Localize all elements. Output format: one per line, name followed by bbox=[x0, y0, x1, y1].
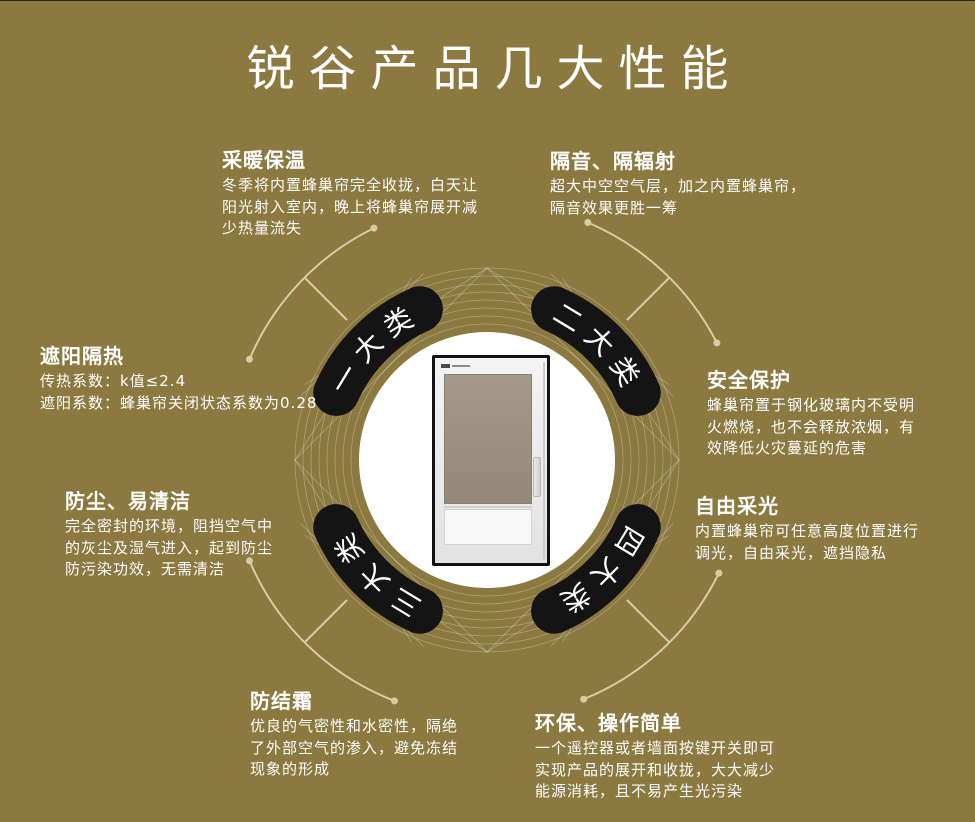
feature-safety-line: 火燃烧，也不会释放浓烟，有 bbox=[707, 417, 916, 436]
feature-dustproof-line: 完全密封的环境，阻挡空气中 bbox=[65, 517, 274, 535]
category-banner-3-band bbox=[313, 504, 443, 634]
feature-dustproof: 防尘、易清洁 完全密封的环境，阻挡空气中 的灰尘及湿气进入，起到防尘 防污染功效… bbox=[65, 489, 273, 581]
feature-antifrost: 防结霜 优良的气密性和水密性，隔绝 了外部空气的渗入，避免冻结 现象的形成 bbox=[250, 689, 458, 781]
product-side-rail bbox=[543, 362, 545, 559]
connector-arc bbox=[587, 221, 718, 344]
product-glass-panel bbox=[444, 374, 532, 504]
page-title: 锐谷产品几大性能 bbox=[246, 41, 743, 97]
top-edge-line bbox=[0, 0, 975, 1]
feature-safety-line: 效降低火灾蔓延的危害 bbox=[707, 439, 868, 457]
feature-soundproof-body: 超大中空空气层，加之内置蜂巢帘， 隔音效果更胜一筹 bbox=[550, 176, 806, 219]
connector-dot bbox=[391, 697, 399, 705]
feature-shading: 遮阳隔热 传热系数：k值≤2.4 遮阳系数：蜂巢帘关闭状态系数为0.28 bbox=[40, 344, 317, 414]
decor-ring bbox=[302, 275, 672, 645]
connector-dot bbox=[580, 695, 588, 703]
feature-daylight: 自由采光 内置蜂巢帘可任意高度位置进行 调光，自由采光，遮挡隐私 bbox=[695, 494, 919, 564]
decor-ring bbox=[342, 315, 632, 605]
feature-eco-title: 环保、操作简单 bbox=[535, 711, 682, 735]
brand-logo bbox=[441, 363, 471, 369]
outer-ring bbox=[246, 219, 723, 705]
feature-daylight-title: 自由采光 bbox=[695, 494, 779, 518]
feature-safety: 安全保护 蜂巢帘置于钢化玻璃内不受明 火燃烧，也不会释放浓烟，有 效降低火灾蔓延… bbox=[707, 368, 915, 460]
connector-tick bbox=[626, 599, 671, 644]
feature-daylight-line: 内置蜂巢帘可任意高度位置进行 bbox=[695, 522, 920, 540]
feature-shading-line: 传热系数：k值≤2.4 bbox=[40, 372, 187, 390]
brand-logo-word bbox=[452, 365, 470, 367]
feature-safety-body: 蜂巢帘置于钢化玻璃内不受明 火燃烧，也不会释放浓烟，有 效降低火灾蔓延的危害 bbox=[707, 395, 915, 460]
connector-arc bbox=[583, 572, 720, 701]
feature-heating-line: 冬季将内置蜂巢帘完全收拢，白天让 bbox=[222, 176, 479, 194]
connector-tick bbox=[626, 276, 671, 321]
feature-dustproof-line: 的灰尘及湿气进入，起到防尘 bbox=[65, 538, 274, 557]
feature-heating-line: 少热量流失 bbox=[222, 219, 303, 237]
feature-eco: 环保、操作简单 一个遥控器或者墙面按键开关即可 实现产品的展开和收拢，大大减少 … bbox=[535, 711, 775, 803]
feature-heating-line: 阳光射入室内，晚上将蜂巢帘展开减 bbox=[222, 197, 479, 216]
feature-antifrost-body: 优良的气密性和水密性，隔绝 了外部空气的渗入，避免冻结 现象的形成 bbox=[250, 716, 458, 781]
decor-ring bbox=[326, 299, 648, 621]
feature-dustproof-body: 完全密封的环境，阻挡空气中 的灰尘及湿气进入，起到防尘 防污染功效，无需清洁 bbox=[65, 516, 273, 581]
feature-dustproof-title: 防尘、易清洁 bbox=[65, 489, 191, 513]
feature-soundproof-title: 隔音、隔辐射 bbox=[550, 149, 676, 173]
feature-heating-body: 冬季将内置蜂巢帘完全收拢，白天让 阳光射入室内，晚上将蜂巢帘展开减 少热量流失 bbox=[222, 175, 478, 240]
product-bottom-panel bbox=[444, 509, 532, 545]
category-banner-2-band bbox=[531, 286, 661, 416]
feature-soundproof: 隔音、隔辐射 超大中空空气层，加之内置蜂巢帘， 隔音效果更胜一筹 bbox=[550, 149, 806, 219]
decor-ring bbox=[318, 291, 656, 629]
category-banner-1-band bbox=[313, 286, 443, 416]
connector-arc bbox=[248, 560, 395, 702]
product-handle bbox=[533, 457, 541, 497]
feature-shading-line: 遮阳系数：蜂巢帘关闭状态系数为0.28 bbox=[40, 393, 318, 412]
connector-dot bbox=[246, 355, 254, 363]
connector-dot bbox=[584, 219, 592, 227]
feature-shading-body: 传热系数：k值≤2.4 遮阳系数：蜂巢帘关闭状态系数为0.28 bbox=[40, 371, 317, 414]
decor-diamond bbox=[290, 267, 684, 653]
feature-heating: 采暖保温 冬季将内置蜂巢帘完全收拢，白天让 阳光射入室内，晚上将蜂巢帘展开减 少… bbox=[222, 148, 478, 240]
feature-antifrost-title: 防结霜 bbox=[250, 689, 313, 713]
connector-arc bbox=[248, 227, 375, 360]
feature-eco-line: 一个遥控器或者墙面按键开关即可 bbox=[535, 739, 776, 757]
decor-ring bbox=[310, 283, 664, 637]
connector-dot bbox=[713, 339, 721, 347]
feature-safety-title: 安全保护 bbox=[707, 368, 791, 392]
feature-dustproof-line: 防污染功效，无需清洁 bbox=[65, 560, 226, 578]
feature-heating-title: 采暖保温 bbox=[222, 148, 306, 172]
connector-tick bbox=[303, 599, 348, 644]
feature-eco-line: 实现产品的展开和收拢，大大减少 bbox=[535, 760, 776, 779]
connector-dot bbox=[370, 224, 378, 232]
feature-eco-line: 能源消耗，且不易产生光污染 bbox=[535, 782, 744, 800]
feature-shading-title: 遮阳隔热 bbox=[40, 344, 124, 368]
brand-logo-mark bbox=[441, 364, 450, 368]
connector-tick bbox=[303, 276, 348, 321]
product-image bbox=[432, 355, 550, 566]
feature-antifrost-line: 优良的气密性和水密性，隔绝 bbox=[250, 717, 459, 735]
category-banner-4-band bbox=[531, 504, 661, 634]
feature-eco-body: 一个遥控器或者墙面按键开关即可 实现产品的展开和收拢，大大减少 能源消耗，且不易… bbox=[535, 738, 775, 803]
product-divider bbox=[444, 506, 532, 508]
feature-antifrost-line: 现象的形成 bbox=[250, 760, 331, 778]
feature-soundproof-line: 隔音效果更胜一筹 bbox=[550, 198, 679, 217]
decor-ring bbox=[334, 307, 640, 613]
decor-ring bbox=[350, 323, 624, 597]
decor-ring bbox=[294, 267, 680, 653]
feature-daylight-body: 内置蜂巢帘可任意高度位置进行 调光，自由采光，遮挡隐私 bbox=[695, 521, 919, 564]
feature-antifrost-line: 了外部空气的渗入，避免冻结 bbox=[250, 738, 459, 757]
feature-safety-line: 蜂巢帘置于钢化玻璃内不受明 bbox=[707, 396, 916, 414]
product-frame bbox=[435, 358, 547, 563]
connector-dot bbox=[715, 569, 723, 577]
connector-dot bbox=[246, 557, 254, 565]
feature-daylight-line: 调光，自由采光，遮挡隐私 bbox=[695, 543, 888, 562]
feature-soundproof-line: 超大中空空气层，加之内置蜂巢帘， bbox=[550, 177, 807, 195]
